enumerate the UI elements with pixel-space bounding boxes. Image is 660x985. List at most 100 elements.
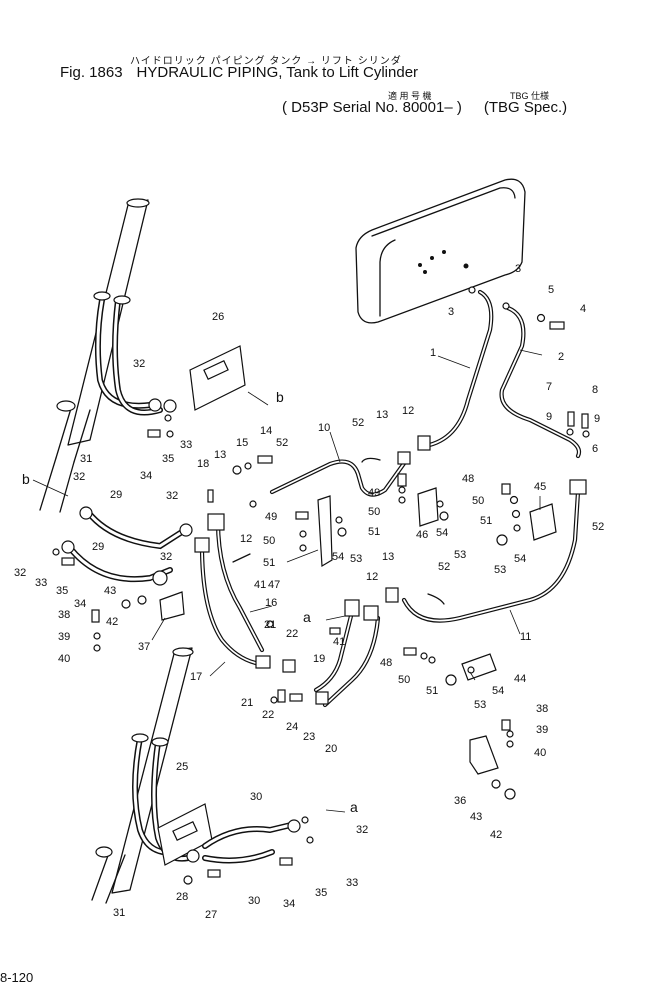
flange-assemblies <box>61 398 587 863</box>
callout-39: 39 <box>58 631 70 643</box>
callout-31: 31 <box>80 453 92 465</box>
callout-54: 54 <box>436 527 448 539</box>
callout-24: 24 <box>286 721 298 733</box>
callout-3: 3 <box>448 306 454 318</box>
callout-51: 51 <box>426 685 438 697</box>
callout-40: 40 <box>58 653 70 665</box>
pipe-16 <box>215 519 265 653</box>
callout-23: 23 <box>303 731 315 743</box>
callout-36: 36 <box>454 795 466 807</box>
callout-35: 35 <box>315 887 327 899</box>
callout-1: 1 <box>430 347 436 359</box>
callout-29: 29 <box>92 541 104 553</box>
title-japanese: ハイドロリック パイピング タンク → リフト シリンダ <box>130 56 402 67</box>
callout-9: 9 <box>594 413 600 425</box>
callout-25: 25 <box>176 761 188 773</box>
hose-29-lower <box>67 545 173 583</box>
callout-54: 54 <box>332 551 344 563</box>
callout-29: 29 <box>110 489 122 501</box>
callout-48: 48 <box>380 657 392 669</box>
bracket-37 <box>159 591 185 621</box>
callout-27: 27 <box>205 909 217 921</box>
lift-cylinder-upper <box>39 198 163 513</box>
callout-41: 41 <box>254 579 266 591</box>
callout-13: 13 <box>214 449 226 461</box>
callout-50: 50 <box>472 495 484 507</box>
callout-13: 13 <box>376 409 388 421</box>
tbg-spec-english: (TBG Spec.) <box>483 99 568 116</box>
callout-35: 35 <box>162 453 174 465</box>
callout-51: 51 <box>263 557 275 569</box>
pipe-10 <box>269 459 408 497</box>
callout-53: 53 <box>454 549 466 561</box>
callout-34: 34 <box>74 598 86 610</box>
callout-42: 42 <box>106 616 118 628</box>
callout-labels: 1 2 3 3 4 5 6 7 8 9 9 10 11 12 12 12 13 … <box>14 263 604 921</box>
lift-cylinder-lower <box>91 647 198 904</box>
callout-28: 28 <box>176 891 188 903</box>
callout-49: 49 <box>368 487 380 499</box>
block-26 <box>189 345 246 411</box>
callout-34: 34 <box>140 470 152 482</box>
callout-8: 8 <box>592 384 598 396</box>
callout-32: 32 <box>133 358 145 370</box>
callout-53: 53 <box>350 553 362 565</box>
callout-42: 42 <box>490 829 502 841</box>
bracket-46 <box>417 487 439 527</box>
callout-48: 48 <box>462 473 474 485</box>
callout-32: 32 <box>160 551 172 563</box>
callout-17: 17 <box>190 671 202 683</box>
callout-50: 50 <box>368 506 380 518</box>
callout-41: 41 <box>333 636 345 648</box>
callout-33: 33 <box>346 877 358 889</box>
fasteners <box>52 286 590 885</box>
callout-50: 50 <box>398 674 410 686</box>
callout-40: 40 <box>534 747 546 759</box>
ref-letter-b: b <box>22 471 30 487</box>
callout-51: 51 <box>368 526 380 538</box>
callout-52: 52 <box>438 561 450 573</box>
callout-22: 22 <box>262 709 274 721</box>
bracket-36 <box>469 735 499 775</box>
callout-30: 30 <box>250 791 262 803</box>
serial-label-japanese: 適 用 号 機 <box>388 91 432 101</box>
callout-43: 43 <box>104 585 116 597</box>
callout-50: 50 <box>263 535 275 547</box>
callout-12: 12 <box>240 533 252 545</box>
bracket-45 <box>529 503 557 541</box>
callout-47: 47 <box>268 579 280 591</box>
callout-37: 37 <box>138 641 150 653</box>
callout-6: 6 <box>592 443 598 455</box>
callout-54: 54 <box>514 553 526 565</box>
callout-38: 38 <box>58 609 70 621</box>
pipe-1 <box>422 289 494 449</box>
callout-32: 32 <box>356 824 368 836</box>
callout-32: 32 <box>14 567 26 579</box>
callout-52: 52 <box>352 417 364 429</box>
callout-26: 26 <box>212 311 224 323</box>
callout-44: 44 <box>514 673 526 685</box>
callout-39: 39 <box>536 724 548 736</box>
hose-30-lower <box>202 849 275 864</box>
callout-18: 18 <box>197 458 209 470</box>
callout-10: 10 <box>318 422 330 434</box>
callout-38: 38 <box>536 703 548 715</box>
callout-21: 21 <box>264 619 276 631</box>
callout-15: 15 <box>236 437 248 449</box>
callout-33: 33 <box>180 439 192 451</box>
callout-20: 20 <box>325 743 337 755</box>
ref-letter-a: a <box>350 799 358 815</box>
callout-32: 32 <box>73 471 85 483</box>
page-reference: 8-120 <box>0 970 34 985</box>
callout-49: 49 <box>265 511 277 523</box>
callout-52: 52 <box>276 437 288 449</box>
pipe-2 <box>499 305 582 459</box>
ref-letter-a: a <box>303 609 311 625</box>
leader-lines <box>32 349 543 813</box>
callout-9: 9 <box>546 411 552 423</box>
callout-11: 11 <box>520 631 531 643</box>
callout-12: 12 <box>402 405 414 417</box>
callout-53: 53 <box>474 699 486 711</box>
